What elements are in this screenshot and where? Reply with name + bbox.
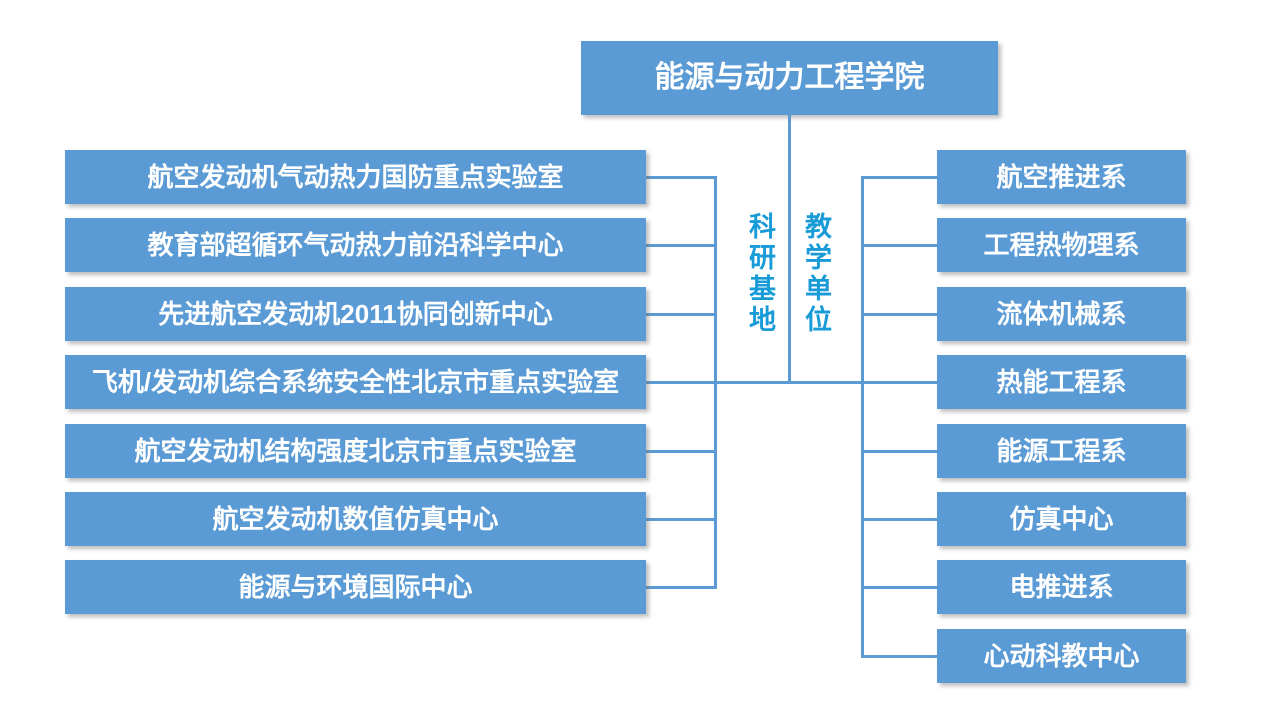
connector-left-stub-6: [643, 518, 717, 521]
connector-right-stub-3: [861, 313, 939, 316]
connector-left-stub-5: [643, 450, 717, 453]
org-box-teaching-5: 能源工程系: [937, 424, 1186, 478]
connector-main-horizontal: [646, 381, 937, 384]
org-box-teaching-7: 电推进系: [937, 560, 1186, 614]
org-box-research-2: 教育部超循环气动热力前沿科学中心: [65, 218, 646, 272]
connector-right-bus: [861, 176, 864, 658]
org-box-research-4: 飞机/发动机综合系统安全性北京市重点实验室: [65, 355, 646, 409]
connector-root-stem: [788, 115, 791, 384]
connector-right-stub-2: [861, 244, 939, 247]
branch-caption-research: 科研基地: [745, 212, 775, 336]
org-box-teaching-4: 热能工程系: [937, 355, 1186, 409]
connector-left-stub-2: [643, 244, 717, 247]
connector-left-stub-7: [643, 586, 717, 589]
org-box-research-6: 航空发动机数值仿真中心: [65, 492, 646, 546]
connector-right-stub-5: [861, 450, 939, 453]
org-box-teaching-1: 航空推进系: [937, 150, 1186, 204]
connector-left-stub-3: [643, 313, 717, 316]
connector-right-stub-7: [861, 586, 939, 589]
org-box-teaching-3: 流体机械系: [937, 287, 1186, 341]
connector-right-stub-1: [861, 176, 939, 179]
org-box-research-5: 航空发动机结构强度北京市重点实验室: [65, 424, 646, 478]
org-box-teaching-6: 仿真中心: [937, 492, 1186, 546]
org-box-teaching-2: 工程热物理系: [937, 218, 1186, 272]
org-box-teaching-8: 心动科教中心: [937, 629, 1186, 683]
branch-caption-teaching: 教学单位: [801, 212, 831, 336]
org-box-research-7: 能源与环境国际中心: [65, 560, 646, 614]
connector-right-stub-8: [861, 655, 939, 658]
connector-left-stub-1: [643, 176, 717, 179]
connector-left-bus: [714, 176, 717, 589]
connector-right-stub-6: [861, 518, 939, 521]
org-box-research-1: 航空发动机气动热力国防重点实验室: [65, 150, 646, 204]
org-box-research-3: 先进航空发动机2011协同创新中心: [65, 287, 646, 341]
org-box-root: 能源与动力工程学院: [581, 41, 998, 115]
